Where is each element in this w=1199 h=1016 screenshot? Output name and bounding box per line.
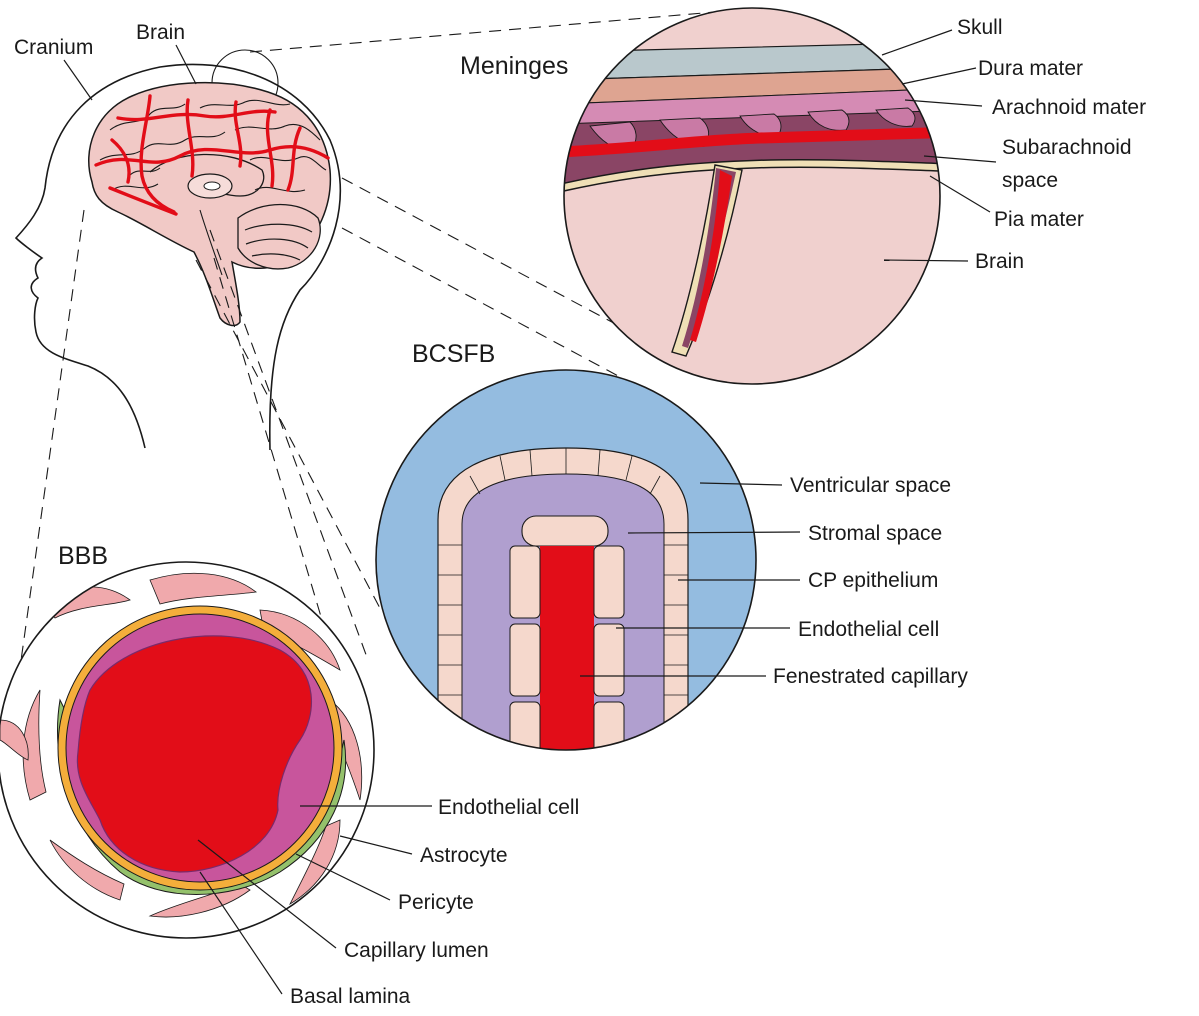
label-pericyte: Pericyte (398, 891, 474, 914)
meninges-circle (560, 0, 960, 400)
label-cranium: Cranium (14, 36, 93, 59)
title-meninges: Meninges (460, 52, 568, 80)
label-endothelial-bbb: Endothelial cell (438, 796, 579, 819)
label-cp-epithelium: CP epithelium (808, 569, 938, 592)
label-arachnoid-mater: Arachnoid mater (992, 96, 1146, 119)
label-stromal-space: Stromal space (808, 522, 942, 545)
label-endothelial-bcsfb: Endothelial cell (798, 618, 939, 641)
label-basal-lamina: Basal lamina (290, 985, 411, 1008)
head-illustration (16, 50, 340, 450)
label-astrocyte: Astrocyte (420, 844, 508, 867)
label-subarachnoid-1: Subarachnoid (1002, 136, 1132, 159)
bcsfb-circle (360, 360, 780, 762)
bbb-circle (0, 560, 380, 940)
label-skull: Skull (957, 16, 1003, 39)
label-dura-mater: Dura mater (978, 57, 1083, 80)
title-bcsfb: BCSFB (412, 340, 495, 368)
label-fenestrated-capillary: Fenestrated capillary (773, 665, 968, 688)
label-brain-meninges: Brain (975, 250, 1024, 273)
label-pia-mater: Pia mater (994, 208, 1084, 231)
cerebellum (238, 205, 320, 269)
label-capillary-lumen: Capillary lumen (344, 939, 489, 962)
title-bbb: BBB (58, 542, 108, 570)
label-brain-head: Brain (136, 21, 185, 44)
fenestrated-capillary-lumen (540, 546, 594, 760)
label-subarachnoid-2: space (1002, 169, 1058, 192)
label-ventricular-space: Ventricular space (790, 474, 951, 497)
